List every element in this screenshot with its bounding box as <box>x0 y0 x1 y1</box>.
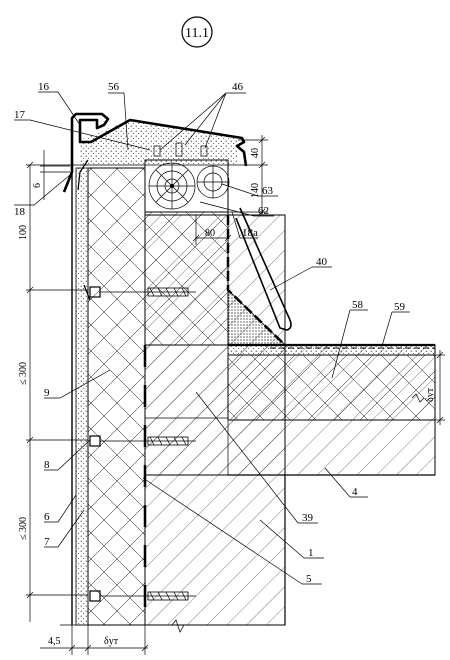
parapet-waterproofing <box>226 215 286 346</box>
dim-4-5: 4,5 <box>48 636 61 647</box>
insulation-rolls <box>144 159 230 213</box>
callout-1: 1 <box>308 547 314 559</box>
callout-leaders <box>14 91 410 585</box>
callout-18: 18 <box>14 206 26 218</box>
callout-6: 6 <box>44 511 50 523</box>
dim-80-group <box>192 215 232 245</box>
dim-100: 100 <box>18 225 29 240</box>
left-dimensions: 100 ≤ 300 ≤ 300 6 <box>18 150 88 622</box>
callout-56: 56 <box>108 81 120 93</box>
dim-40: 40 <box>250 148 261 158</box>
dim-140: 140 <box>250 183 261 198</box>
callout-62: 62 <box>258 205 269 217</box>
callout-16: 16 <box>38 81 50 93</box>
right-dimensions: δут <box>411 350 445 425</box>
callout-5: 5 <box>306 573 312 585</box>
callout-63: 63 <box>262 185 274 197</box>
callout-18a: 18a <box>242 227 258 239</box>
sheet-number: 11.1 <box>185 26 209 41</box>
dim-le300-b: ≤ 300 <box>18 517 29 540</box>
bottom-dimensions: 4,5 δут <box>40 619 285 655</box>
callout-labels: 16 56 46 17 18 18a 40 63 62 80 58 59 9 8… <box>14 81 406 585</box>
dowel-anchor <box>89 590 196 602</box>
dim-6: 6 <box>32 183 43 188</box>
render-layer <box>71 167 89 626</box>
dim-delta-left: δут <box>104 636 119 647</box>
callout-4: 4 <box>352 486 358 498</box>
sheet-number-badge: 11.1 <box>181 16 213 48</box>
apron-flashing <box>235 207 292 331</box>
dowel-anchor <box>83 284 196 301</box>
dowel-anchor <box>89 435 196 447</box>
metal-cap-flashing <box>62 112 248 193</box>
callout-7: 7 <box>44 536 50 548</box>
cap-infill <box>80 120 238 166</box>
callout-39: 39 <box>302 512 314 524</box>
roof-insulation <box>227 354 436 421</box>
callout-17: 17 <box>14 109 26 121</box>
callout-40: 40 <box>316 256 328 268</box>
callout-59: 59 <box>394 301 406 313</box>
callout-46: 46 <box>232 81 244 93</box>
top-dimensions: 40 140 <box>228 135 268 216</box>
dim-delta-right: δут <box>425 387 436 402</box>
dim-le300-a: ≤ 300 <box>18 362 29 385</box>
cap-anchors <box>153 142 208 157</box>
callout-80: 80 <box>205 228 215 239</box>
roof-membrane <box>227 343 436 356</box>
callout-8: 8 <box>44 459 50 471</box>
dowel-anchors <box>83 284 196 602</box>
facade-insulation <box>87 167 146 626</box>
callout-9: 9 <box>44 387 50 399</box>
callout-58: 58 <box>352 299 364 311</box>
